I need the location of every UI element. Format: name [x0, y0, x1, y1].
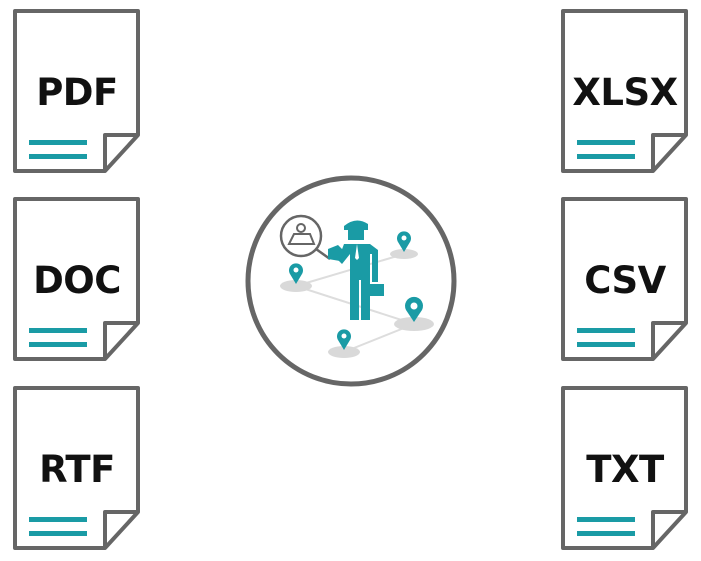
doc-document-icon: DOC — [13, 197, 141, 362]
txt-document-icon: TXT — [561, 386, 689, 551]
rtf-document-icon: RTF — [13, 386, 141, 551]
document-label: CSV — [584, 259, 666, 302]
person-icon — [328, 220, 384, 320]
location-pin-icon — [289, 231, 423, 350]
document-label: XLSX — [572, 71, 678, 114]
document-label: TXT — [586, 448, 664, 491]
document-label: DOC — [33, 259, 121, 302]
tie-icon — [355, 244, 359, 260]
csv-document-icon: CSV — [561, 197, 689, 362]
document-label: RTF — [39, 448, 115, 491]
pdf-document-icon: PDF — [13, 9, 141, 174]
magnifier-map-icon — [279, 214, 331, 261]
xlsx-document-icon: XLSX — [561, 9, 689, 174]
map-shadow-icon — [280, 249, 434, 358]
document-label: PDF — [36, 71, 118, 114]
field-agent-location-map-icon — [245, 175, 457, 387]
